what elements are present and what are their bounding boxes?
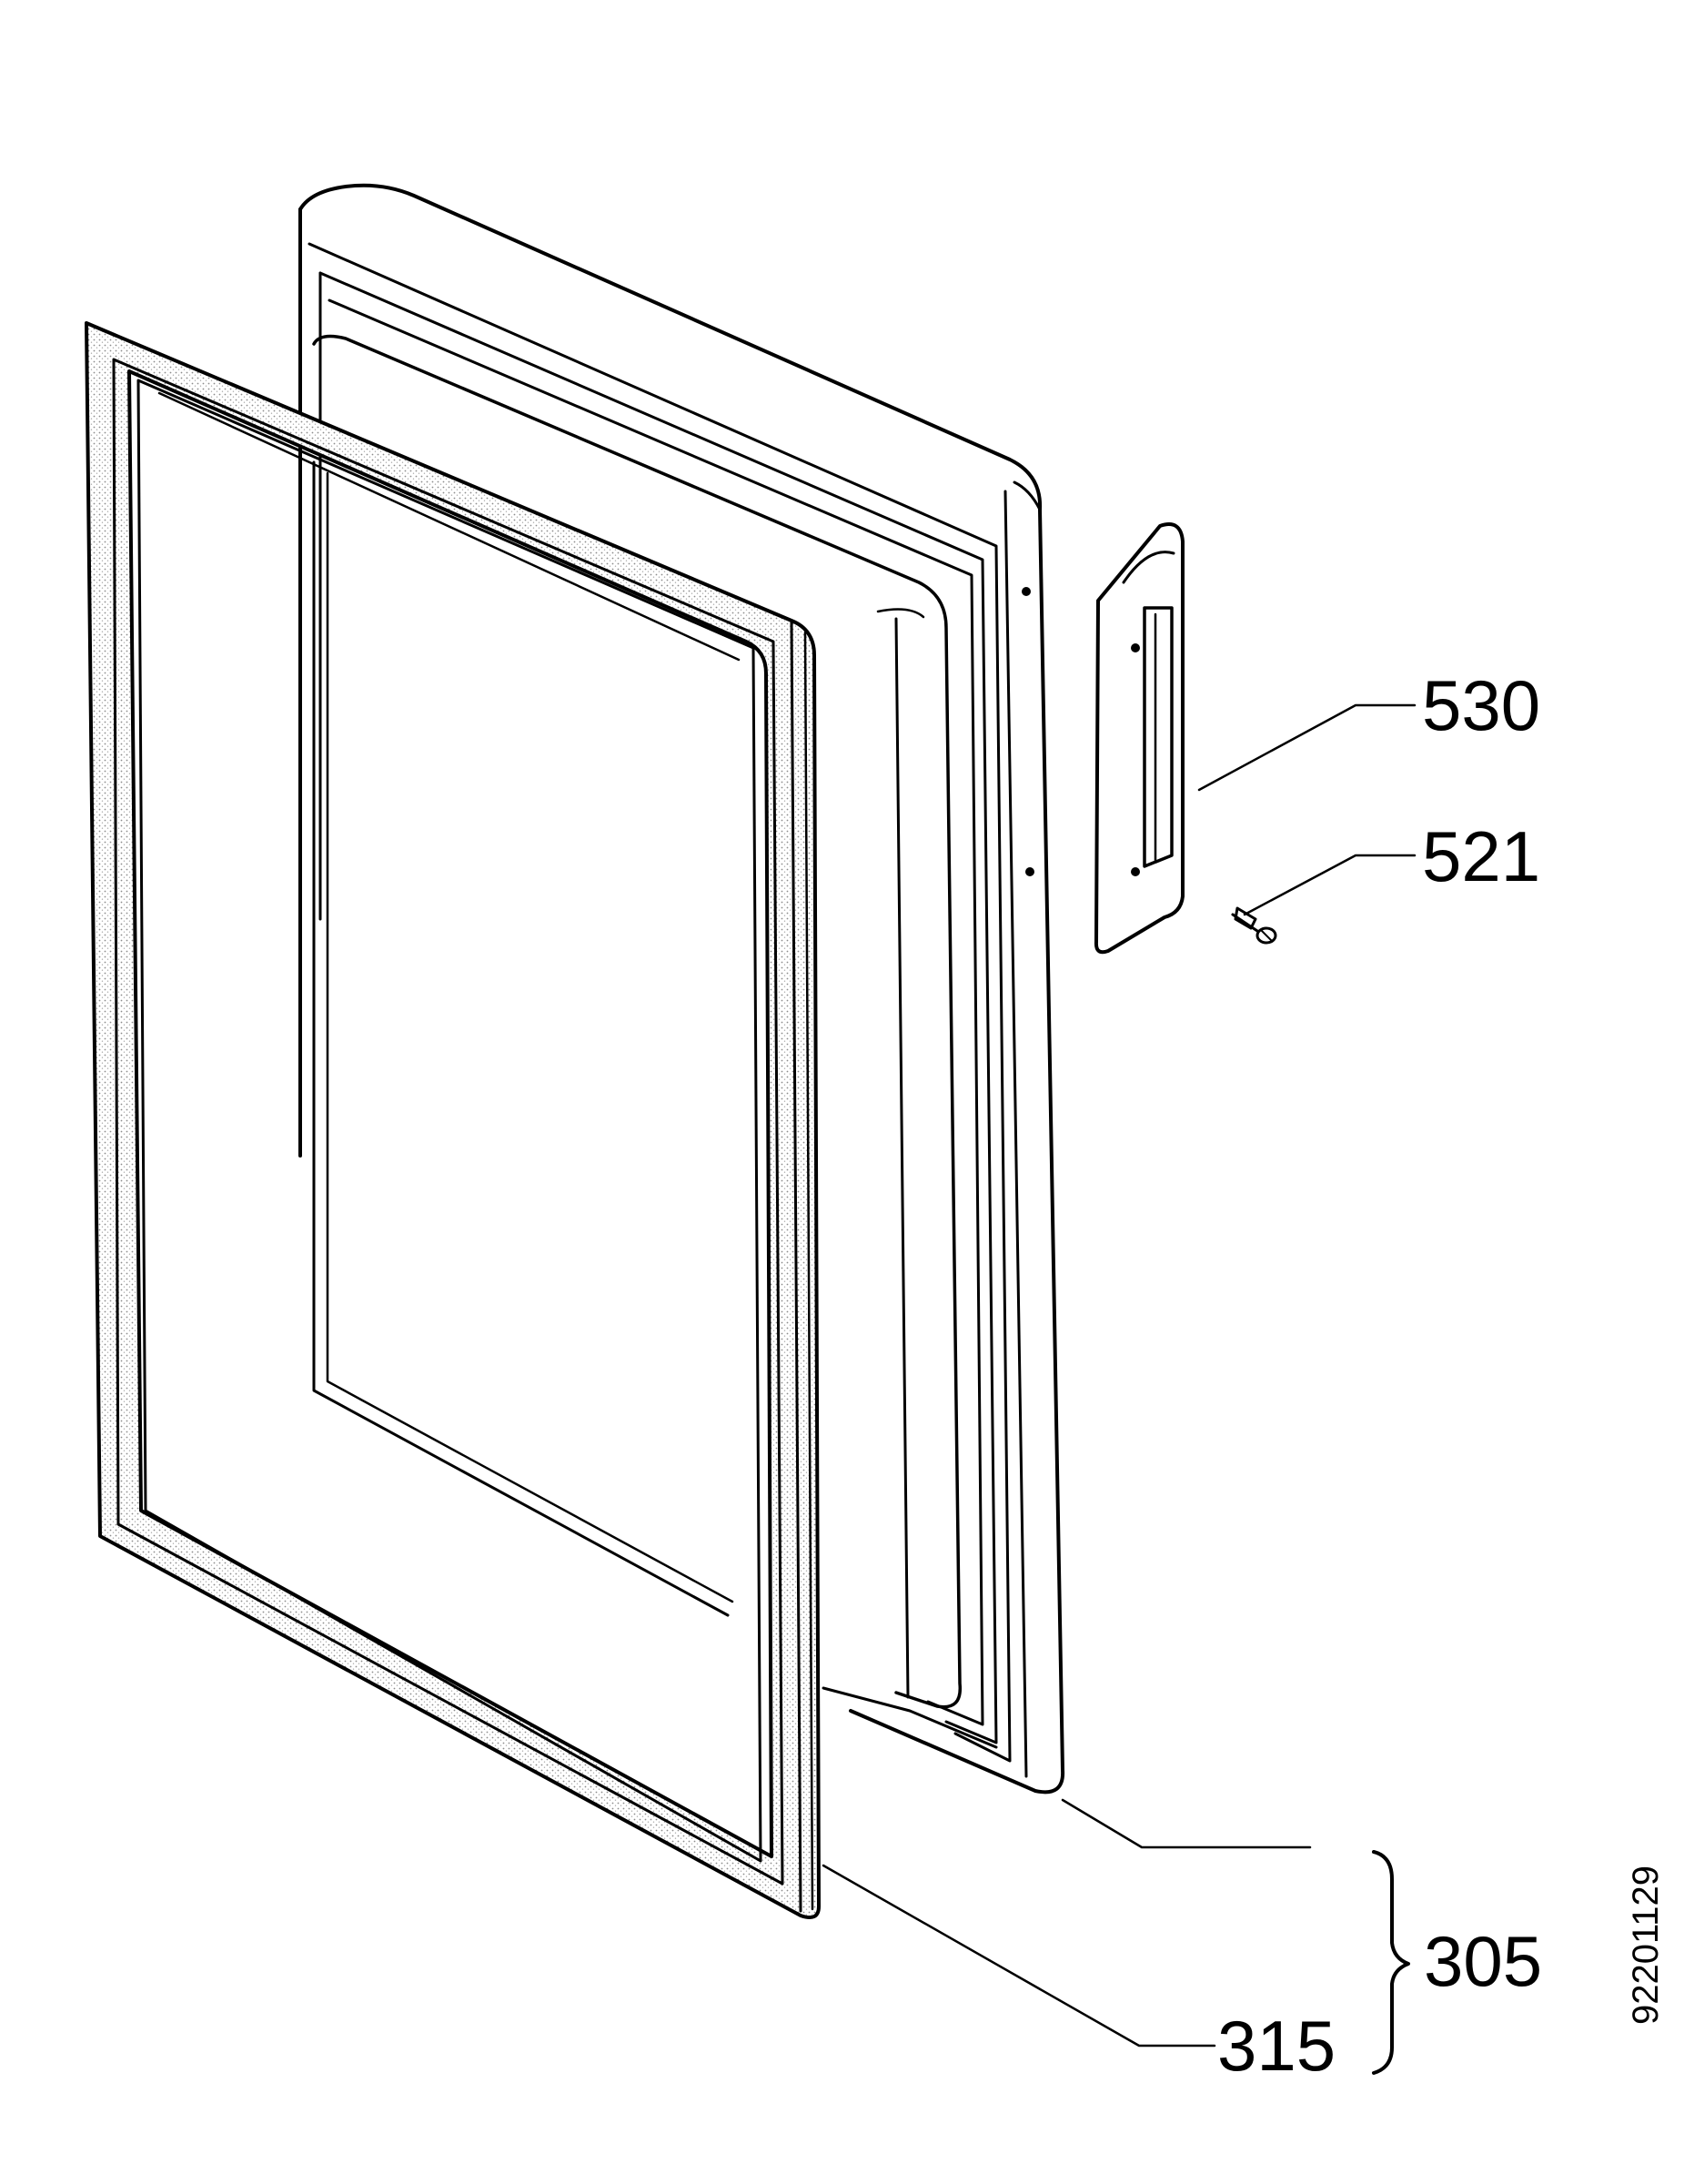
- callout-521: 521: [1422, 816, 1540, 896]
- screw: [1231, 906, 1277, 945]
- callout-315: 315: [1217, 2006, 1336, 2086]
- door-handle: [1094, 522, 1185, 955]
- drawing-code: 92201129: [1626, 1866, 1666, 2025]
- door-panel: [298, 183, 1065, 1795]
- leader-lines: [822, 703, 1417, 2075]
- callout-305: 305: [1424, 1921, 1542, 2001]
- door-gasket: [85, 321, 821, 1919]
- callout-530: 530: [1422, 665, 1540, 745]
